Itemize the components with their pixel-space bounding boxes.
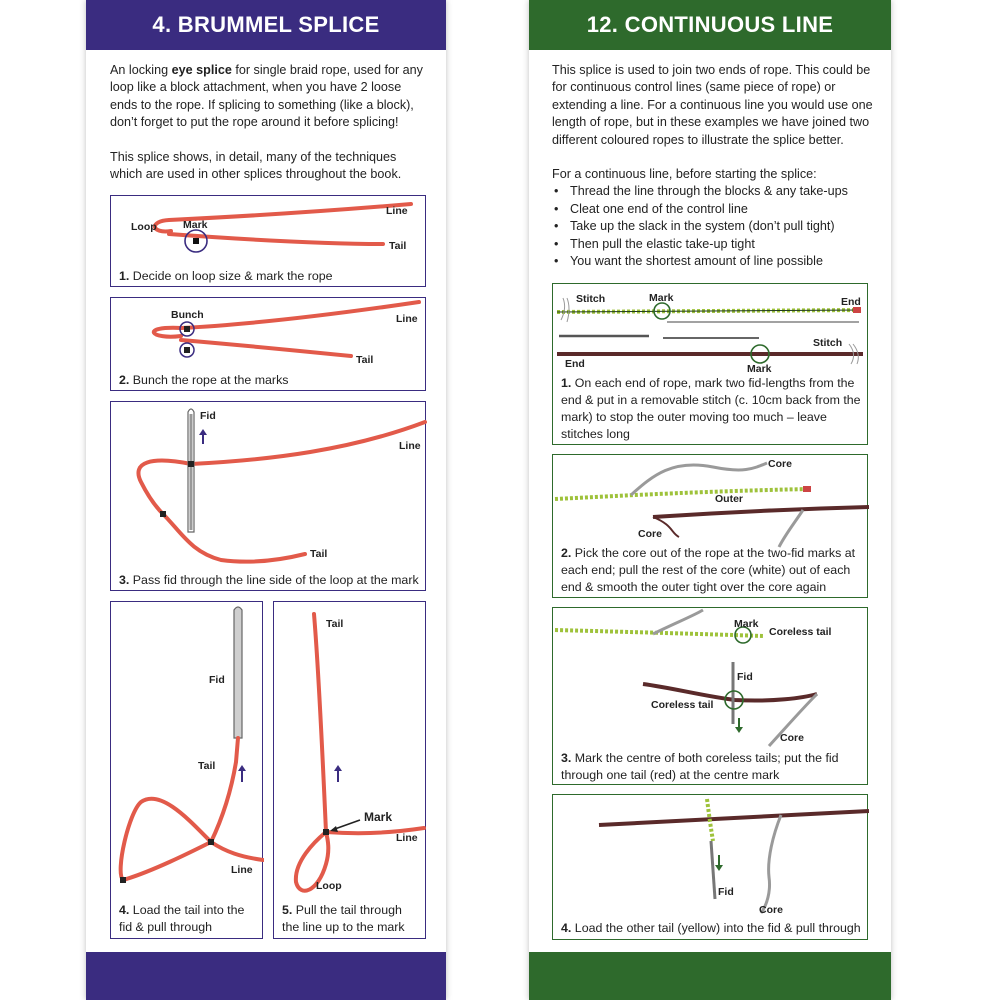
right-intro: This splice is used to join two ends of … xyxy=(552,62,874,271)
rstep2-rope-illustration xyxy=(554,461,869,548)
step5-rope-illustration xyxy=(293,612,426,893)
left-step-4: Fid Tail Line 4. Load the tail into the … xyxy=(110,601,264,939)
step5-loop-label: Loop xyxy=(316,880,342,892)
step2-caption: 2. Bunch the rope at the marks xyxy=(119,373,289,387)
step3-fid-label: Fid xyxy=(200,410,216,422)
rstep1-end2-label: End xyxy=(565,358,585,370)
step5-tail-label: Tail xyxy=(326,618,344,630)
step4-caption: 4. Load the tail into the fid & pull thr… xyxy=(119,903,245,934)
left-intro-text-2: for single braid rope, used for any loop… xyxy=(110,63,423,130)
step3-line-label: Line xyxy=(399,440,421,452)
right-title: 12. CONTINUOUS LINE xyxy=(586,12,834,37)
rstep3-caption: 3. Mark the centre of both coreless tail… xyxy=(561,751,839,782)
left-intro-bold: eye splice xyxy=(171,63,232,77)
right-header-band: 12. CONTINUOUS LINE xyxy=(529,0,891,50)
rstep4-core-label: Core xyxy=(759,904,783,916)
brummel-splice-card: 4. BRUMMEL SPLICE An locking eye splice … xyxy=(86,0,446,1000)
left-footer-band xyxy=(86,952,446,1000)
rstep2-core2-label: Core xyxy=(638,528,662,540)
step3-caption: 3. Pass fid through the line side of the… xyxy=(119,573,419,587)
rstep1-caption: 1. On each end of rope, mark two fid-len… xyxy=(561,376,861,441)
step2-bunch-label: Bunch xyxy=(171,309,204,321)
step4-line-label: Line xyxy=(231,864,253,876)
step4-rope-illustration xyxy=(118,606,264,883)
rstep1-mark2-label: Mark xyxy=(747,363,772,375)
rstep2-caption: 2. Pick the core out of the rope at the … xyxy=(561,546,856,594)
step1-rope-illustration xyxy=(153,202,413,253)
step3-tail-label: Tail xyxy=(310,548,328,560)
right-step-2: Core Outer Core 2. Pick the core out of … xyxy=(552,454,869,598)
step4-fid-label: Fid xyxy=(209,674,225,686)
left-title: 4. BRUMMEL SPLICE xyxy=(152,12,380,37)
right-bullet-list: Thread the line through the blocks & any… xyxy=(552,183,874,270)
rstep3-fid-label: Fid xyxy=(737,671,753,683)
rstep4-rope-illustration xyxy=(598,798,869,914)
left-intro-p2: This splice shows, in detail, many of th… xyxy=(110,149,402,182)
rstep2-outer-label: Outer xyxy=(715,493,744,505)
rstep3-mark-label: Mark xyxy=(734,618,759,630)
left-step-5: Tail Mark Line Loop 5. Pull the tail thr… xyxy=(273,601,426,939)
left-intro: An locking eye splice for single braid r… xyxy=(110,62,428,200)
rstep3-coreless2-label: Coreless tail xyxy=(651,699,714,711)
rstep1-rope-illustration xyxy=(556,297,863,365)
rstep3-coreless1-label: Coreless tail xyxy=(769,626,832,638)
step4-tail-label: Tail xyxy=(198,760,216,772)
bullet-item: You want the shortest amount of line pos… xyxy=(552,253,874,271)
step2-rope-illustration xyxy=(152,300,421,358)
step1-mark-label: Mark xyxy=(183,219,208,231)
bullet-item: Take up the slack in the system (don’t p… xyxy=(552,218,874,236)
step2-line-label: Line xyxy=(396,313,418,325)
left-header-band: 4. BRUMMEL SPLICE xyxy=(86,0,446,50)
step5-caption: 5. Pull the tail through the line up to … xyxy=(282,903,405,934)
right-intro-p1: This splice is used to join two ends of … xyxy=(552,63,873,147)
step1-caption: 1. Decide on loop size & mark the rope xyxy=(119,269,333,283)
step5-line-label: Line xyxy=(396,832,418,844)
rstep4-caption: 4. Load the other tail (yellow) into the… xyxy=(561,921,861,935)
rstep2-core-label: Core xyxy=(768,458,792,470)
left-step-3: Fid Line Tail 3. Pass fid through the li… xyxy=(110,401,427,591)
step5-mark-label: Mark xyxy=(364,810,393,824)
continuous-line-card: 12. CONTINUOUS LINE This splice is used … xyxy=(529,0,891,1000)
rstep3-core-label: Core xyxy=(780,732,804,744)
right-step-4: Fid Core 4. Load the other tail (yellow)… xyxy=(552,794,869,940)
rstep1-stitch2-label: Stitch xyxy=(813,337,843,349)
right-step-1: Stitch Mark End End Mark Stitch 1. On ea… xyxy=(552,283,868,445)
left-step-1: Loop Mark Line Tail 1. Decide on loop si… xyxy=(110,195,426,287)
left-step-2: Bunch Line Tail 2. Bunch the rope at the… xyxy=(110,297,426,391)
bullet-item: Thread the line through the blocks & any… xyxy=(552,183,874,201)
right-step-3: Mark Coreless tail Fid Coreless tail Cor… xyxy=(552,607,868,785)
rstep1-end-label: End xyxy=(841,296,861,308)
right-intro-p2: For a continuous line, before starting t… xyxy=(552,167,817,182)
step3-rope-illustration xyxy=(136,408,427,564)
rstep1-stitch-label: Stitch xyxy=(576,293,606,305)
rstep1-mark-label: Mark xyxy=(649,292,674,304)
step1-line-label: Line xyxy=(386,205,408,217)
step2-tail-label: Tail xyxy=(356,354,374,366)
left-intro-text: An locking xyxy=(110,63,172,77)
step1-tail-label: Tail xyxy=(389,240,407,252)
rstep4-fid-label: Fid xyxy=(718,886,734,898)
right-footer-band xyxy=(529,952,891,1000)
rstep3-rope-illustration xyxy=(554,608,819,748)
step1-loop-label: Loop xyxy=(131,221,157,233)
bullet-item: Cleat one end of the control line xyxy=(552,201,874,219)
bullet-item: Then pull the elastic take-up tight xyxy=(552,236,874,254)
